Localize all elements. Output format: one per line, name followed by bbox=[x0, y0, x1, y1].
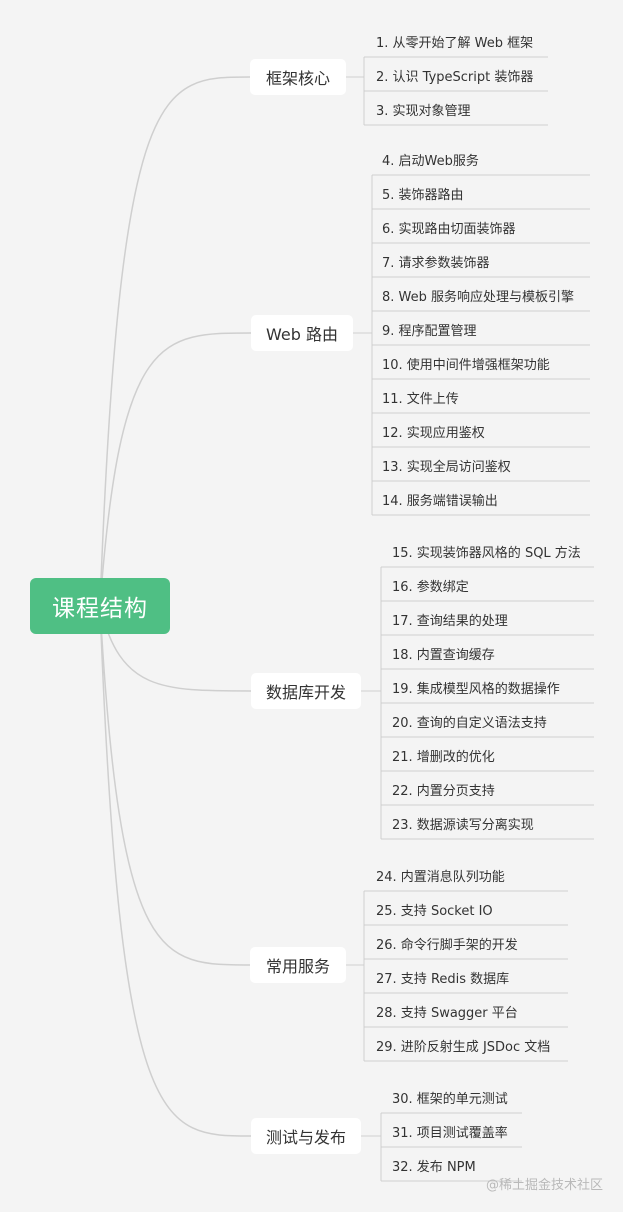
root-to-branch-connector bbox=[99, 605, 251, 966]
leaf-node[interactable]: 22. 内置分页支持 bbox=[392, 784, 495, 799]
leaf-node[interactable]: 25. 支持 Socket IO bbox=[376, 904, 493, 919]
leaf-node[interactable]: 2. 认识 TypeScript 装饰器 bbox=[376, 70, 534, 85]
leaf-node[interactable]: 27. 支持 Redis 数据库 bbox=[376, 972, 510, 987]
leaf-node[interactable]: 19. 集成模型风格的数据操作 bbox=[392, 682, 560, 697]
leaf-node[interactable]: 4. 启动Web服务 bbox=[382, 154, 479, 169]
leaf-node[interactable]: 28. 支持 Swagger 平台 bbox=[376, 1006, 518, 1021]
leaf-node[interactable]: 3. 实现对象管理 bbox=[376, 104, 471, 119]
leaf-node[interactable]: 32. 发布 NPM bbox=[392, 1160, 476, 1175]
branch-node[interactable]: Web 路由 bbox=[251, 315, 353, 351]
leaf-node[interactable]: 13. 实现全局访问鉴权 bbox=[382, 460, 511, 475]
branch-node[interactable]: 数据库开发 bbox=[251, 673, 361, 709]
leaf-node[interactable]: 7. 请求参数装饰器 bbox=[382, 256, 490, 271]
leaf-node[interactable]: 24. 内置消息队列功能 bbox=[376, 870, 505, 885]
root-to-branch-connector bbox=[99, 76, 251, 607]
leaf-node[interactable]: 5. 装饰器路由 bbox=[382, 188, 464, 203]
leaf-node[interactable]: 18. 内置查询缓存 bbox=[392, 648, 495, 663]
watermark: @稀土掘金技术社区 bbox=[485, 1178, 603, 1193]
leaf-node[interactable]: 16. 参数绑定 bbox=[392, 580, 469, 595]
leaf-node[interactable]: 31. 项目测试覆盖率 bbox=[392, 1126, 508, 1141]
leaf-node[interactable]: 21. 增删改的优化 bbox=[392, 750, 495, 765]
leaf-node[interactable]: 20. 查询的自定义语法支持 bbox=[392, 716, 547, 731]
branch-node[interactable]: 常用服务 bbox=[250, 947, 346, 983]
leaf-node[interactable]: 17. 查询结果的处理 bbox=[392, 614, 508, 629]
leaf-node[interactable]: 15. 实现装饰器风格的 SQL 方法 bbox=[392, 546, 581, 561]
leaf-node[interactable]: 30. 框架的单元测试 bbox=[392, 1092, 508, 1107]
leaf-node[interactable]: 26. 命令行脚手架的开发 bbox=[376, 938, 518, 953]
root-to-branch-connector bbox=[99, 605, 252, 1137]
root-node[interactable]: 课程结构 bbox=[30, 578, 170, 634]
branch-node[interactable]: 框架核心 bbox=[250, 59, 346, 95]
branch-node[interactable]: 测试与发布 bbox=[251, 1118, 361, 1154]
leaf-node[interactable]: 14. 服务端错误输出 bbox=[382, 494, 498, 509]
leaf-node[interactable]: 6. 实现路由切面装饰器 bbox=[382, 222, 516, 237]
leaf-node[interactable]: 1. 从零开始了解 Web 框架 bbox=[376, 36, 534, 51]
leaf-node[interactable]: 12. 实现应用鉴权 bbox=[382, 426, 485, 441]
leaf-node[interactable]: 11. 文件上传 bbox=[382, 392, 459, 407]
leaf-node[interactable]: 10. 使用中间件增强框架功能 bbox=[382, 358, 550, 373]
leaf-node[interactable]: 23. 数据源读写分离实现 bbox=[392, 818, 534, 833]
leaf-node[interactable]: 9. 程序配置管理 bbox=[382, 324, 477, 339]
leaf-node[interactable]: 8. Web 服务响应处理与模板引擎 bbox=[382, 290, 575, 305]
root-to-branch-connector bbox=[99, 332, 252, 607]
leaf-node[interactable]: 29. 进阶反射生成 JSDoc 文档 bbox=[376, 1040, 551, 1055]
